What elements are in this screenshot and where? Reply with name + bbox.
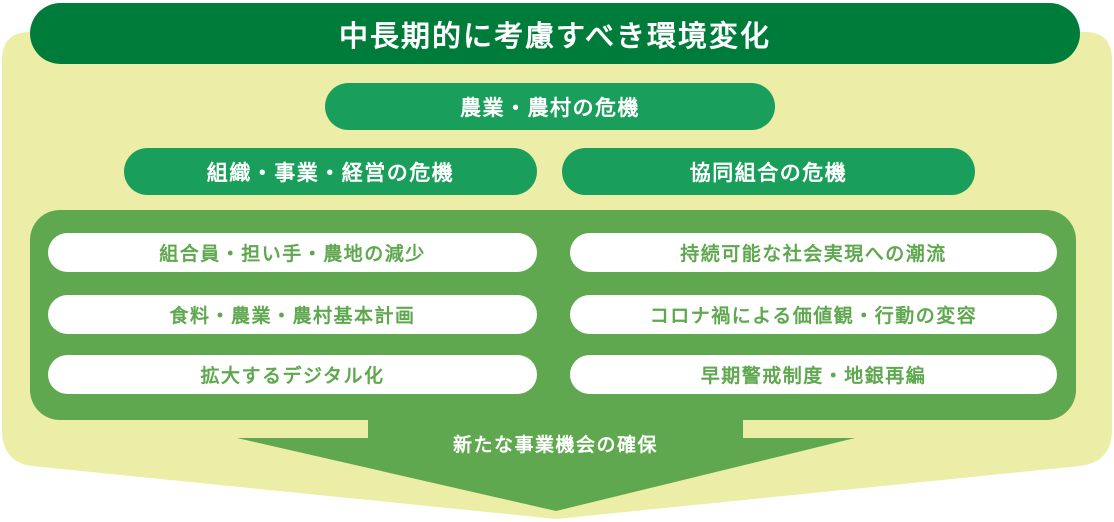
- category-agriculture-crisis: 農業・農村の危機: [325, 83, 775, 130]
- factor-item: 食料・農業・農村基本計画: [48, 295, 537, 334]
- factor-item: コロナ禍による価値観・行動の変容: [570, 295, 1057, 334]
- factor-item-label: 組合員・担い手・農地の減少: [159, 243, 426, 265]
- factor-item: 組合員・担い手・農地の減少: [48, 233, 537, 272]
- category-label: 協同組合の危機: [689, 160, 848, 185]
- diagram-title: 中長期的に考慮すべき環境変化: [30, 3, 1080, 64]
- factor-item: 早期警戒制度・地銀再編: [570, 355, 1057, 394]
- category-cooperative-crisis: 協同組合の危機: [562, 148, 975, 195]
- diagram-title-text: 中長期的に考慮すべき環境変化: [339, 18, 771, 53]
- category-label: 組織・事業・経営の危機: [206, 160, 455, 185]
- factor-item-label: コロナ禍による価値観・行動の変容: [649, 305, 978, 327]
- category-label: 農業・農村の危機: [460, 95, 640, 120]
- factor-item-label: 早期警戒制度・地銀再編: [700, 365, 927, 387]
- category-organization-crisis: 組織・事業・経営の危機: [124, 148, 537, 195]
- outcome-label: 新たな事業機会の確保: [452, 434, 658, 456]
- factor-item: 持続可能な社会実現への潮流: [570, 233, 1057, 272]
- factor-item-label: 食料・農業・農村基本計画: [169, 305, 416, 327]
- factor-item-label: 持続可能な社会実現への潮流: [680, 243, 947, 265]
- factor-item: 拡大するデジタル化: [48, 355, 537, 394]
- factor-item-label: 拡大するデジタル化: [200, 365, 385, 387]
